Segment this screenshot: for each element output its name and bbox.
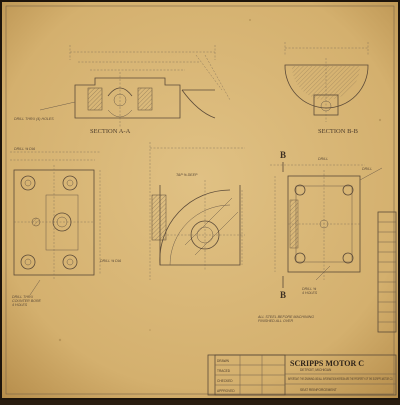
section-b-b-label: SECTION B-B xyxy=(318,128,359,135)
section-a-a-label: SECTION A-A xyxy=(90,128,131,135)
tb-company-name: SCRIPPS MOTOR C xyxy=(290,359,364,368)
tb-row-label-traced: TRACED xyxy=(217,369,231,373)
tb-warning: IMPORTANT: THIS DRAWING AND ALL INFORMAT… xyxy=(288,377,393,381)
note-drill-right-top: DRILL xyxy=(318,157,328,161)
section-a-a-view: DRILL THRU (4) HOLES SECTION A-A xyxy=(14,45,231,135)
tb-company-address: DETROIT, MICHIGAN xyxy=(300,368,332,372)
note-drill-top-left: DRILL THRU (4) HOLES xyxy=(14,117,54,121)
note-drill-right-side: DRILL xyxy=(362,167,372,171)
revision-table xyxy=(377,211,397,333)
tb-row-label-checked: CHECKED xyxy=(217,379,233,383)
tb-row-label-drawn: DRAWN xyxy=(217,359,230,363)
paper-wear xyxy=(58,19,382,342)
note-drill-center: TAP ⅜ DEEP xyxy=(176,173,198,177)
title-block: DRAWN TRACED CHECKED APPROVED SCRIPPS MO… xyxy=(207,354,397,396)
tb-row-label-approved: APPROVED xyxy=(217,389,235,393)
note-drill-left-mid: DRILL ⅜ DIA xyxy=(14,147,36,151)
section-marker-bottom: B xyxy=(280,290,286,300)
tb-part-name: SEAT REINFORCEMENT xyxy=(300,388,337,392)
sheet-border xyxy=(5,5,395,395)
side-view: TAP ⅜ DEEP xyxy=(149,142,245,280)
section-marker-top: B xyxy=(280,150,286,160)
paper-sheet xyxy=(2,2,398,398)
section-b-b-view: SECTION B-B xyxy=(284,42,369,135)
note-drill-bottom-mid: DRILL ⅜ DIA xyxy=(100,259,122,263)
